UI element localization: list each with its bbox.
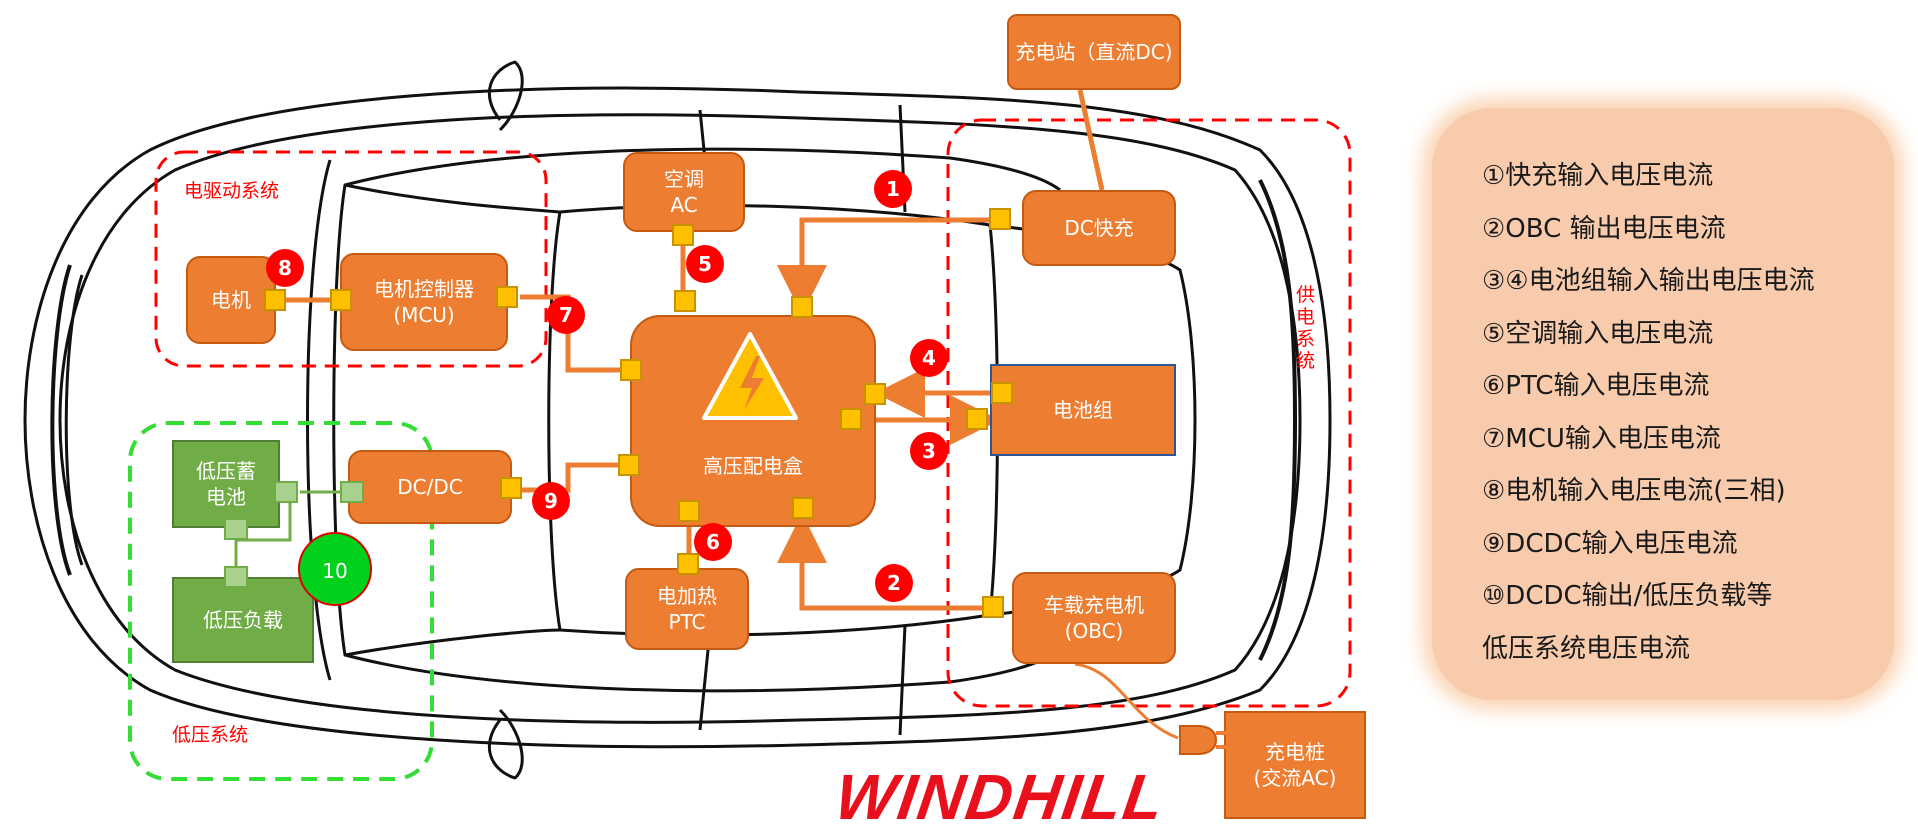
low-voltage-system-label: 低压系统 [172,724,249,746]
connector-motor [264,289,286,311]
connector-dcdc [500,477,522,499]
connector-hv-dcdc [618,454,640,476]
dc-fast-charge-box: DC快充 [1022,190,1176,266]
badge-7: 7 [547,296,585,334]
motor-box: 电机 [186,256,276,344]
connector-hv-obc [792,497,814,519]
connector-hv-ptc [678,500,700,522]
connector-battery-bottom [966,408,988,430]
legend-item-10: 低压系统电压电流 [1482,633,1691,664]
charging-pile-ac: 充电桩 (交流AC) [1224,711,1366,819]
windhill-logo: WINDHILL [830,761,1170,833]
connector-hv-right-bottom [840,408,862,430]
battery-pack-box: 电池组 [990,364,1176,456]
mcu-box: 电机控制器 (MCU) [340,253,508,351]
legend-item-9: ⑩DCDC输出/低压负载等 [1482,581,1773,611]
badge-3: 3 [910,432,948,470]
power-supply-system-label: 供电系统 [1296,284,1316,372]
drive-system-label: 电驱动系统 [184,180,280,202]
lv-load-box: 低压负载 [172,577,314,663]
high-voltage-warning-icon [702,332,798,420]
legend-panel: ①快充输入电压电流 ②OBC 输出电压电流 ③④电池组输入输出电压电流 ⑤空调输… [1432,108,1894,700]
connector-ac [672,224,694,246]
hv-distribution-box: 高压配电盒 [630,315,876,527]
dcdc-box: DC/DC [348,450,512,524]
lv-connector-3 [224,518,248,540]
connector-ac-hv [674,290,696,312]
legend-item-1: ①快充输入电压电流 [1482,161,1714,191]
lv-connector-1 [274,481,298,503]
badge-9: 9 [532,482,570,520]
legend-item-6: ⑦MCU输入电压电流 [1482,423,1721,454]
hv-box-label: 高压配电盒 [703,454,803,478]
connector-battery-top [991,382,1013,404]
lv-connector-4 [224,566,248,588]
connector-hv-left [620,359,642,381]
connector-hv-right-top [864,383,886,405]
low-voltage-region [128,421,434,781]
badge-5: 5 [686,245,724,283]
legend-item-8: ⑨DCDC输入电压电流 [1482,528,1738,559]
connector-dcfast [989,208,1011,230]
charging-station-dc: 充电站（直流DC) [1007,14,1181,90]
drive-system-region [154,150,548,368]
badge-4: 4 [910,339,948,377]
legend-item-5: ⑥PTC输入电压电流 [1482,371,1710,401]
ac-box: 空调 AC [623,152,745,232]
badge-10: 10 [298,532,372,606]
connector-mcu-right [496,286,518,308]
connector-hv-top [791,296,813,318]
connector-mcu-left [330,289,352,311]
connector-ptc [677,553,699,575]
obc-box: 车载充电机 (OBC) [1012,572,1176,664]
lv-connector-2 [340,481,364,503]
legend-item-4: ⑤空调输入电压电流 [1482,318,1714,349]
badge-2: 2 [875,564,913,602]
badge-8: 8 [266,249,304,287]
ptc-box: 电加热 PTC [625,568,749,650]
plug-icon [1179,725,1226,755]
badge-6: 6 [694,523,732,561]
legend-item-3: ③④电池组输入输出电压电流 [1482,266,1815,296]
legend-item-7: ⑧电机输入电压电流(三相) [1482,476,1786,506]
badge-1: 1 [874,170,912,208]
power-supply-region [946,118,1352,708]
lv-battery-box: 低压蓄 电池 [172,440,280,528]
legend-item-2: ②OBC 输出电压电流 [1482,213,1726,244]
connector-obc [982,596,1004,618]
